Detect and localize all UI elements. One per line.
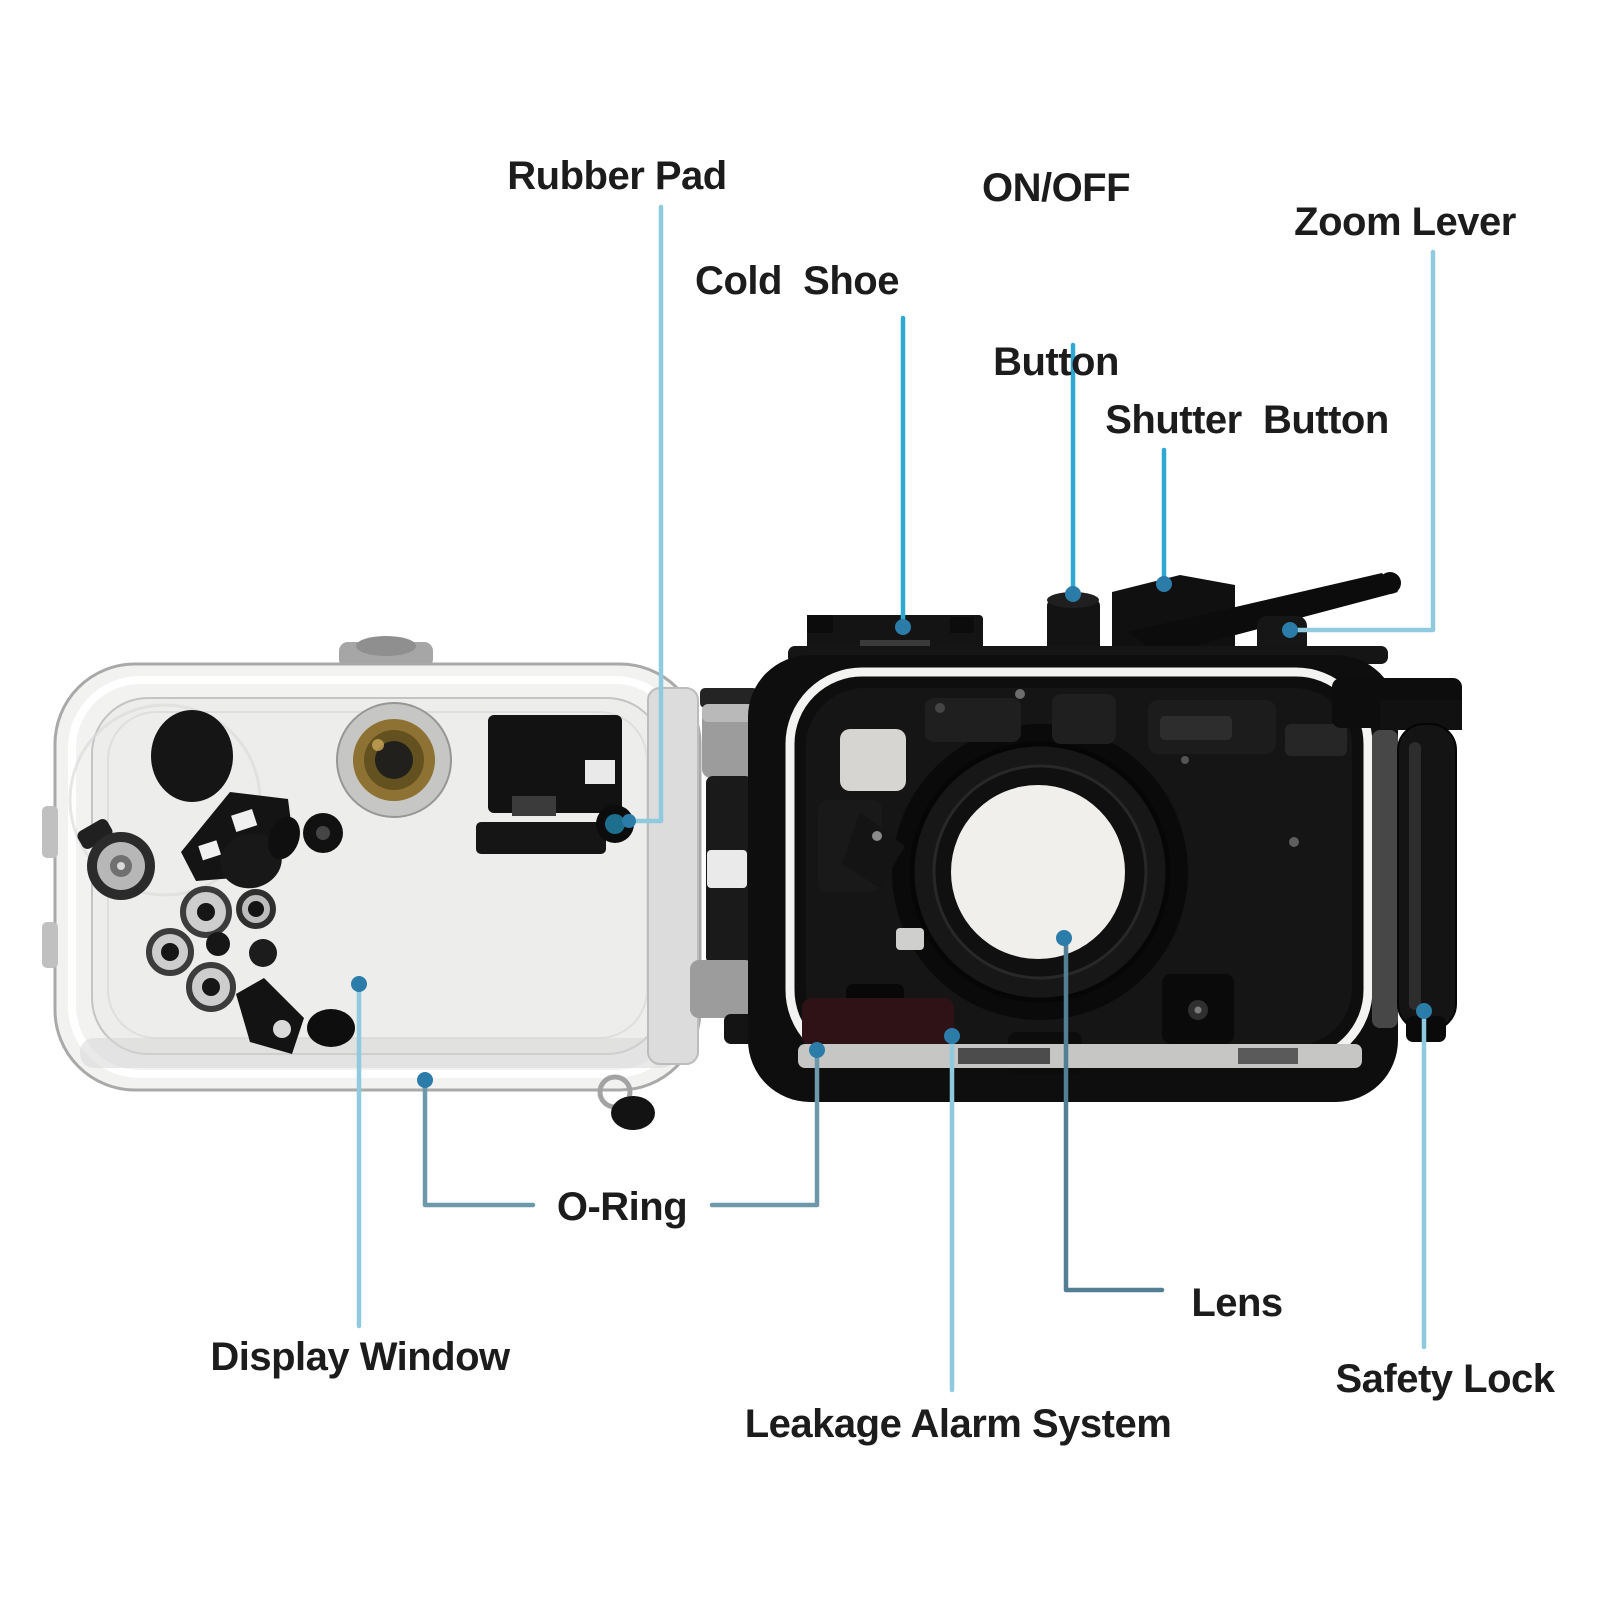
cover-left-tab-bottom [42, 922, 58, 968]
cover-left-tab-top [42, 806, 58, 858]
label-safety-lock: Safety Lock [1335, 1357, 1555, 1401]
cover-bottom-right-fittings [597, 1074, 655, 1130]
label-on-off-button: ON/OFF Button [981, 43, 1131, 507]
callout-line-leakage-alarm [944, 1028, 960, 1393]
label-leakage-alarm: Leakage Alarm System [744, 1402, 1172, 1446]
rubber-pad [596, 805, 634, 843]
moisture-pad [840, 729, 906, 791]
lens-port [951, 785, 1125, 959]
back-cover [42, 636, 702, 1130]
cover-bottom-shade [80, 1038, 676, 1068]
callout-line-zoom-lever [1282, 249, 1436, 638]
callout-line-o-ring-right [709, 1042, 825, 1208]
housing-right-edge [1372, 730, 1398, 1028]
label-on-off-line1: ON/OFF [981, 166, 1131, 210]
callout-line-rubber-pad [622, 204, 664, 828]
front-housing [748, 572, 1462, 1102]
callout-line-shutter-button [1156, 447, 1172, 592]
label-o-ring: O-Ring [556, 1185, 688, 1229]
label-cold-shoe: Cold Shoe [695, 259, 899, 303]
label-zoom-lever: Zoom Lever [1294, 200, 1516, 244]
tripod-bushing [336, 702, 452, 818]
label-on-off-line2: Button [993, 340, 1119, 384]
label-display-window: Display Window [210, 1335, 510, 1379]
latch-hook-assembly [476, 715, 622, 854]
hinge-knob-top [356, 636, 416, 656]
callout-line-on-off-button [1065, 342, 1081, 602]
label-rubber-pad: Rubber Pad [507, 154, 727, 198]
callout-line-safety-lock [1416, 1003, 1432, 1350]
eyepiece-plug [151, 710, 233, 802]
callout-line-cold-shoe [895, 315, 911, 635]
callout-line-display-window [351, 976, 367, 1329]
callout-line-lens [1056, 930, 1165, 1293]
callout-line-o-ring-left [417, 1072, 536, 1208]
safety-lock [1332, 678, 1462, 1042]
bottom-rail [798, 1044, 1362, 1068]
label-shutter-button: Shutter Button [1105, 398, 1389, 442]
housing-interior [798, 689, 1362, 1074]
label-lens: Lens [1191, 1281, 1283, 1325]
button-donut [303, 813, 343, 853]
latch-parts-cluster [77, 816, 355, 1054]
